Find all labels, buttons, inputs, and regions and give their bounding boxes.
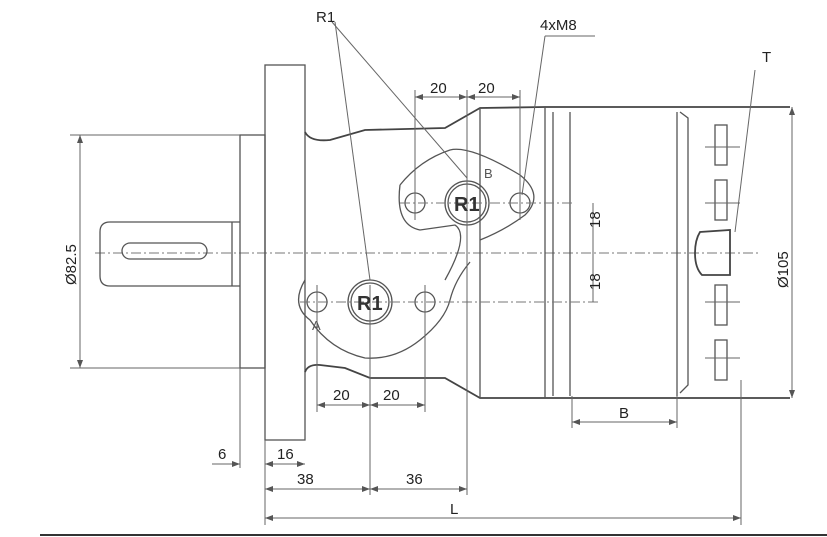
dim-top-right: 20 <box>478 80 495 97</box>
dim-6: 6 <box>218 446 226 463</box>
thread-label: 4xM8 <box>540 17 577 34</box>
length-b-label: B <box>619 405 629 422</box>
dim-bottom-left: 20 <box>333 387 350 404</box>
body-diameter-label: Ø105 <box>775 251 792 288</box>
port-b-label: B <box>484 166 493 181</box>
dim-top-left: 20 <box>430 80 447 97</box>
dim-38: 38 <box>297 471 314 488</box>
shaft-diameter-label: Ø82.5 <box>63 244 80 285</box>
length-l-label: L <box>450 501 458 518</box>
port-b-r1-label: R1 <box>454 194 480 216</box>
flange <box>264 64 306 441</box>
end-cap-bolts <box>694 124 740 381</box>
tank-port-plug <box>694 229 731 276</box>
dim-vert-top: 18 <box>587 211 604 228</box>
tank-port-label: T <box>762 49 771 66</box>
body-top-edge <box>304 106 790 142</box>
dim-vert-bottom: 18 <box>587 273 604 290</box>
shaft <box>99 221 240 287</box>
dim-16: 16 <box>277 446 294 463</box>
port-a-r1-label: R1 <box>357 293 383 315</box>
dim-36: 36 <box>406 471 423 488</box>
dim-bottom-right: 20 <box>383 387 400 404</box>
port-a-flange <box>298 261 471 359</box>
r1-leader-label: R1 <box>316 9 335 26</box>
body-bottom-edge <box>304 363 790 399</box>
pilot <box>239 134 266 369</box>
port-a-label: A <box>312 318 321 333</box>
